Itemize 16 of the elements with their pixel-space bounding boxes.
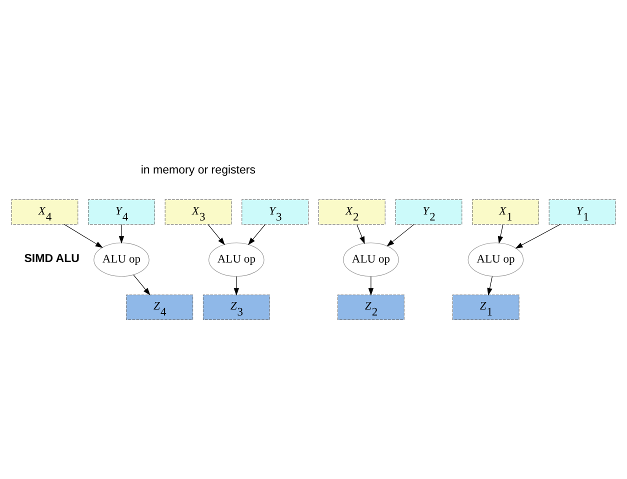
arrow <box>118 224 124 244</box>
arrow <box>208 224 225 245</box>
arrow <box>248 224 266 245</box>
arrow <box>356 224 365 244</box>
node-ellipse: ALU op <box>208 242 264 276</box>
arrow <box>368 276 374 296</box>
arrow <box>515 224 561 248</box>
arrow <box>498 224 504 244</box>
arrow <box>64 224 103 248</box>
arrow <box>386 224 414 246</box>
arrow <box>234 276 240 296</box>
arrow <box>487 276 493 296</box>
label: SIMD ALU <box>24 252 80 264</box>
label: in memory or registers <box>140 164 256 176</box>
arrow <box>133 274 150 295</box>
node-ellipse: ALU op <box>343 242 399 276</box>
